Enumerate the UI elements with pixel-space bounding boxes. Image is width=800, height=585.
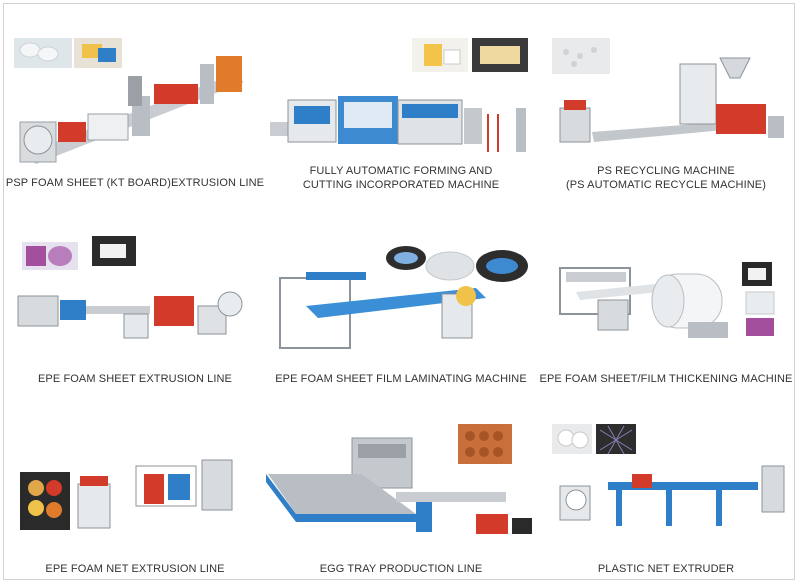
- machine-title: EPE FOAM SHEET/FILM THICKENING MACHINE: [539, 373, 793, 385]
- machine-title: EPE FOAM NET EXTRUSION LINE: [45, 563, 225, 575]
- egg-tray-line-image: [266, 424, 532, 534]
- machine-card-ps-recycling[interactable]: PS RECYCLING MACHINE (PS AUTOMATIC RECYC…: [536, 4, 796, 204]
- machine-title: PSP FOAM SHEET (KT BOARD)EXTRUSION LINE: [5, 177, 265, 189]
- epe-thickening-machine-image: [559, 262, 775, 338]
- ps-recycling-machine-image: [552, 38, 784, 143]
- machine-card-plastic-net-extruder[interactable]: PLASTIC NET EXTRUDER: [536, 404, 796, 581]
- epe-laminating-machine-image: [279, 246, 528, 349]
- machine-title: EGG TRAY PRODUCTION LINE: [319, 563, 483, 575]
- machine-card-epe-net-extrusion[interactable]: EPE FOAM NET EXTRUSION LINE: [4, 404, 266, 581]
- machine-card-forming-cutting[interactable]: FULLY AUTOMATIC FORMING AND CUTTING INCO…: [266, 4, 536, 204]
- machine-title: PLASTIC NET EXTRUDER: [597, 563, 735, 575]
- epe-sheet-extrusion-image: [17, 236, 243, 339]
- plastic-net-extruder-image: [552, 424, 785, 526]
- epe-net-extrusion-image: [20, 459, 233, 530]
- machine-card-epe-sheet-extrusion[interactable]: EPE FOAM SHEET EXTRUSION LINE: [4, 214, 266, 394]
- catalog-frame: PSP FOAM SHEET (KT BOARD)EXTRUSION LINE: [3, 3, 795, 580]
- psp-extrusion-line-image: [14, 38, 244, 164]
- machine-title: EPE FOAM SHEET FILM LAMINATING MACHINE: [275, 373, 527, 385]
- machine-card-psp-foam-sheet[interactable]: PSP FOAM SHEET (KT BOARD)EXTRUSION LINE: [4, 4, 266, 204]
- machine-card-epe-thickening[interactable]: EPE FOAM SHEET/FILM THICKENING MACHINE: [536, 214, 796, 394]
- machine-title: EPE FOAM SHEET EXTRUSION LINE: [37, 373, 232, 385]
- machine-title: PS RECYCLING MACHINE (PS AUTOMATIC RECYC…: [565, 165, 766, 191]
- machine-title: FULLY AUTOMATIC FORMING AND CUTTING INCO…: [302, 165, 500, 191]
- forming-cutting-machine-image: [270, 38, 528, 152]
- machine-card-egg-tray[interactable]: EGG TRAY PRODUCTION LINE: [266, 404, 536, 581]
- machine-card-epe-film-laminating[interactable]: EPE FOAM SHEET FILM LAMINATING MACHINE: [266, 214, 536, 394]
